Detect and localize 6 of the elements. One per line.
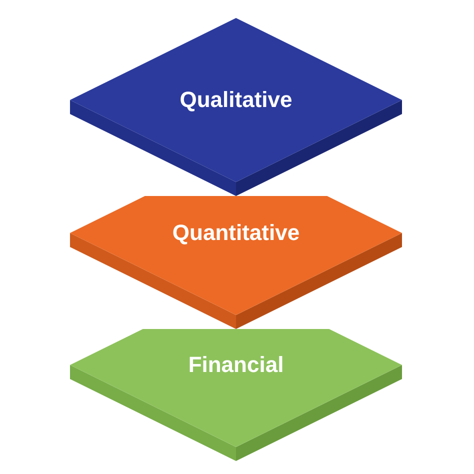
layer-slab <box>70 329 402 463</box>
layer-slab <box>70 18 402 198</box>
layer-label: Financial <box>188 352 284 378</box>
layer-label: Quantitative <box>172 220 300 246</box>
layer-label: Qualitative <box>180 87 292 113</box>
layer-slab <box>70 196 402 331</box>
